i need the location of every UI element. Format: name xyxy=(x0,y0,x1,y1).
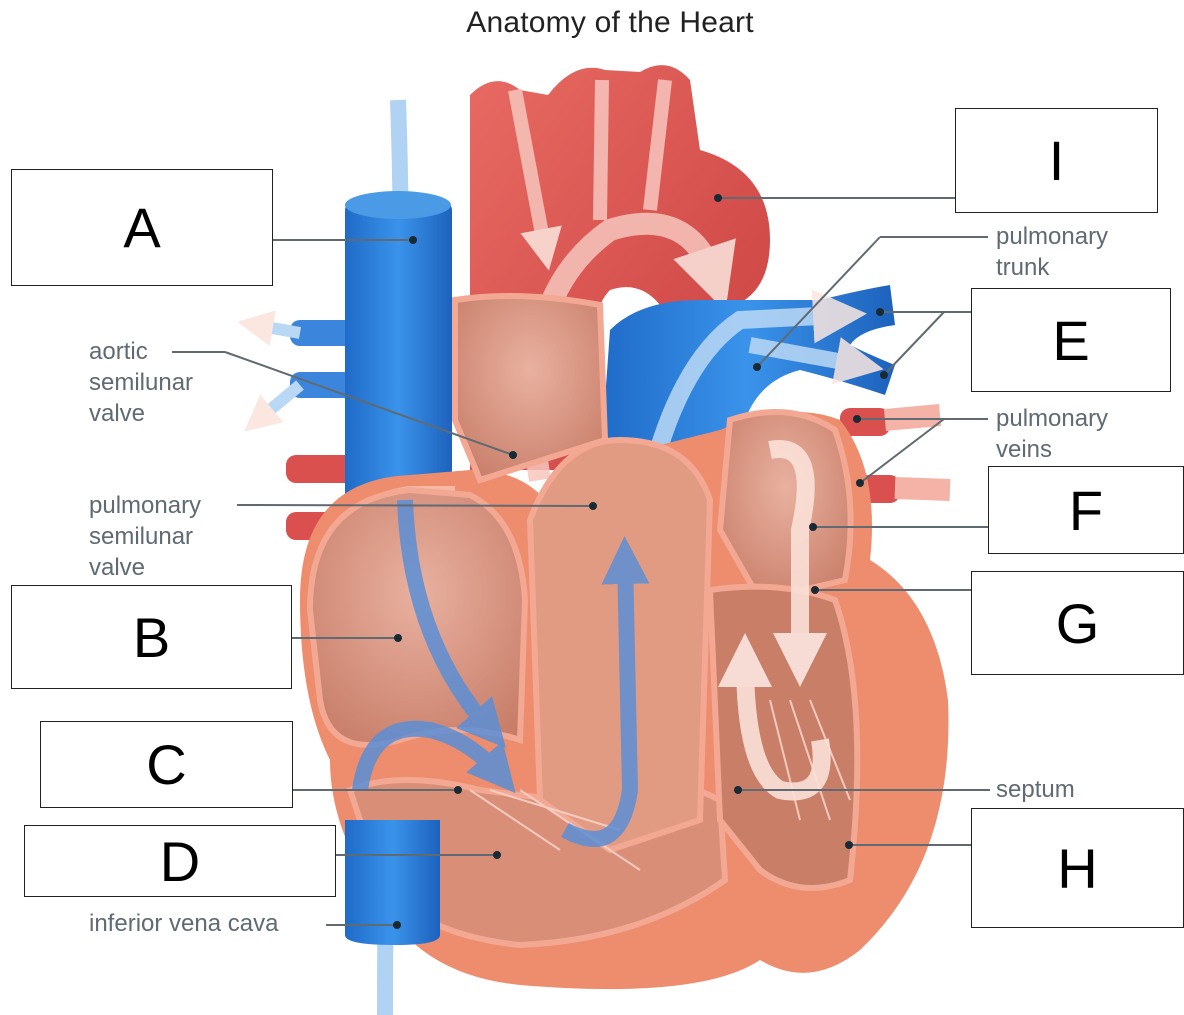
box-letter: B xyxy=(133,605,170,670)
label-aortic-semilunar-valve: aortic semilunar valve xyxy=(89,336,193,429)
box-letter: A xyxy=(123,195,160,260)
label-septum: septum xyxy=(996,774,1075,805)
left-pulmonary-branches xyxy=(255,320,360,420)
box-letter: G xyxy=(1056,591,1100,656)
box-letter: C xyxy=(146,732,186,797)
label-pulmonary-veins: pulmonary veins xyxy=(996,403,1108,465)
answer-box-c[interactable]: C xyxy=(40,721,293,808)
diagram-title: Anatomy of the Heart xyxy=(0,6,1184,40)
answer-box-b[interactable]: B xyxy=(11,585,292,689)
label-pulmonary-trunk: pulmonary trunk xyxy=(996,221,1108,283)
answer-box-h[interactable]: H xyxy=(971,808,1184,928)
answer-box-e[interactable]: E xyxy=(971,288,1171,392)
box-letter: I xyxy=(1049,128,1065,193)
label-pulmonary-semilunar-valve: pulmonary semilunar valve xyxy=(89,490,201,583)
answer-box-f[interactable]: F xyxy=(988,466,1184,554)
label-inferior-vena-cava: inferior vena cava xyxy=(89,908,278,939)
inferior-vena-cava xyxy=(345,820,440,945)
box-letter: D xyxy=(160,829,200,894)
box-letter: E xyxy=(1052,308,1089,373)
answer-box-d[interactable]: D xyxy=(24,825,336,897)
box-letter: H xyxy=(1057,836,1097,901)
answer-box-g[interactable]: G xyxy=(971,571,1184,675)
answer-box-i[interactable]: I xyxy=(955,108,1158,213)
box-letter: F xyxy=(1069,478,1103,543)
answer-box-a[interactable]: A xyxy=(11,169,273,286)
